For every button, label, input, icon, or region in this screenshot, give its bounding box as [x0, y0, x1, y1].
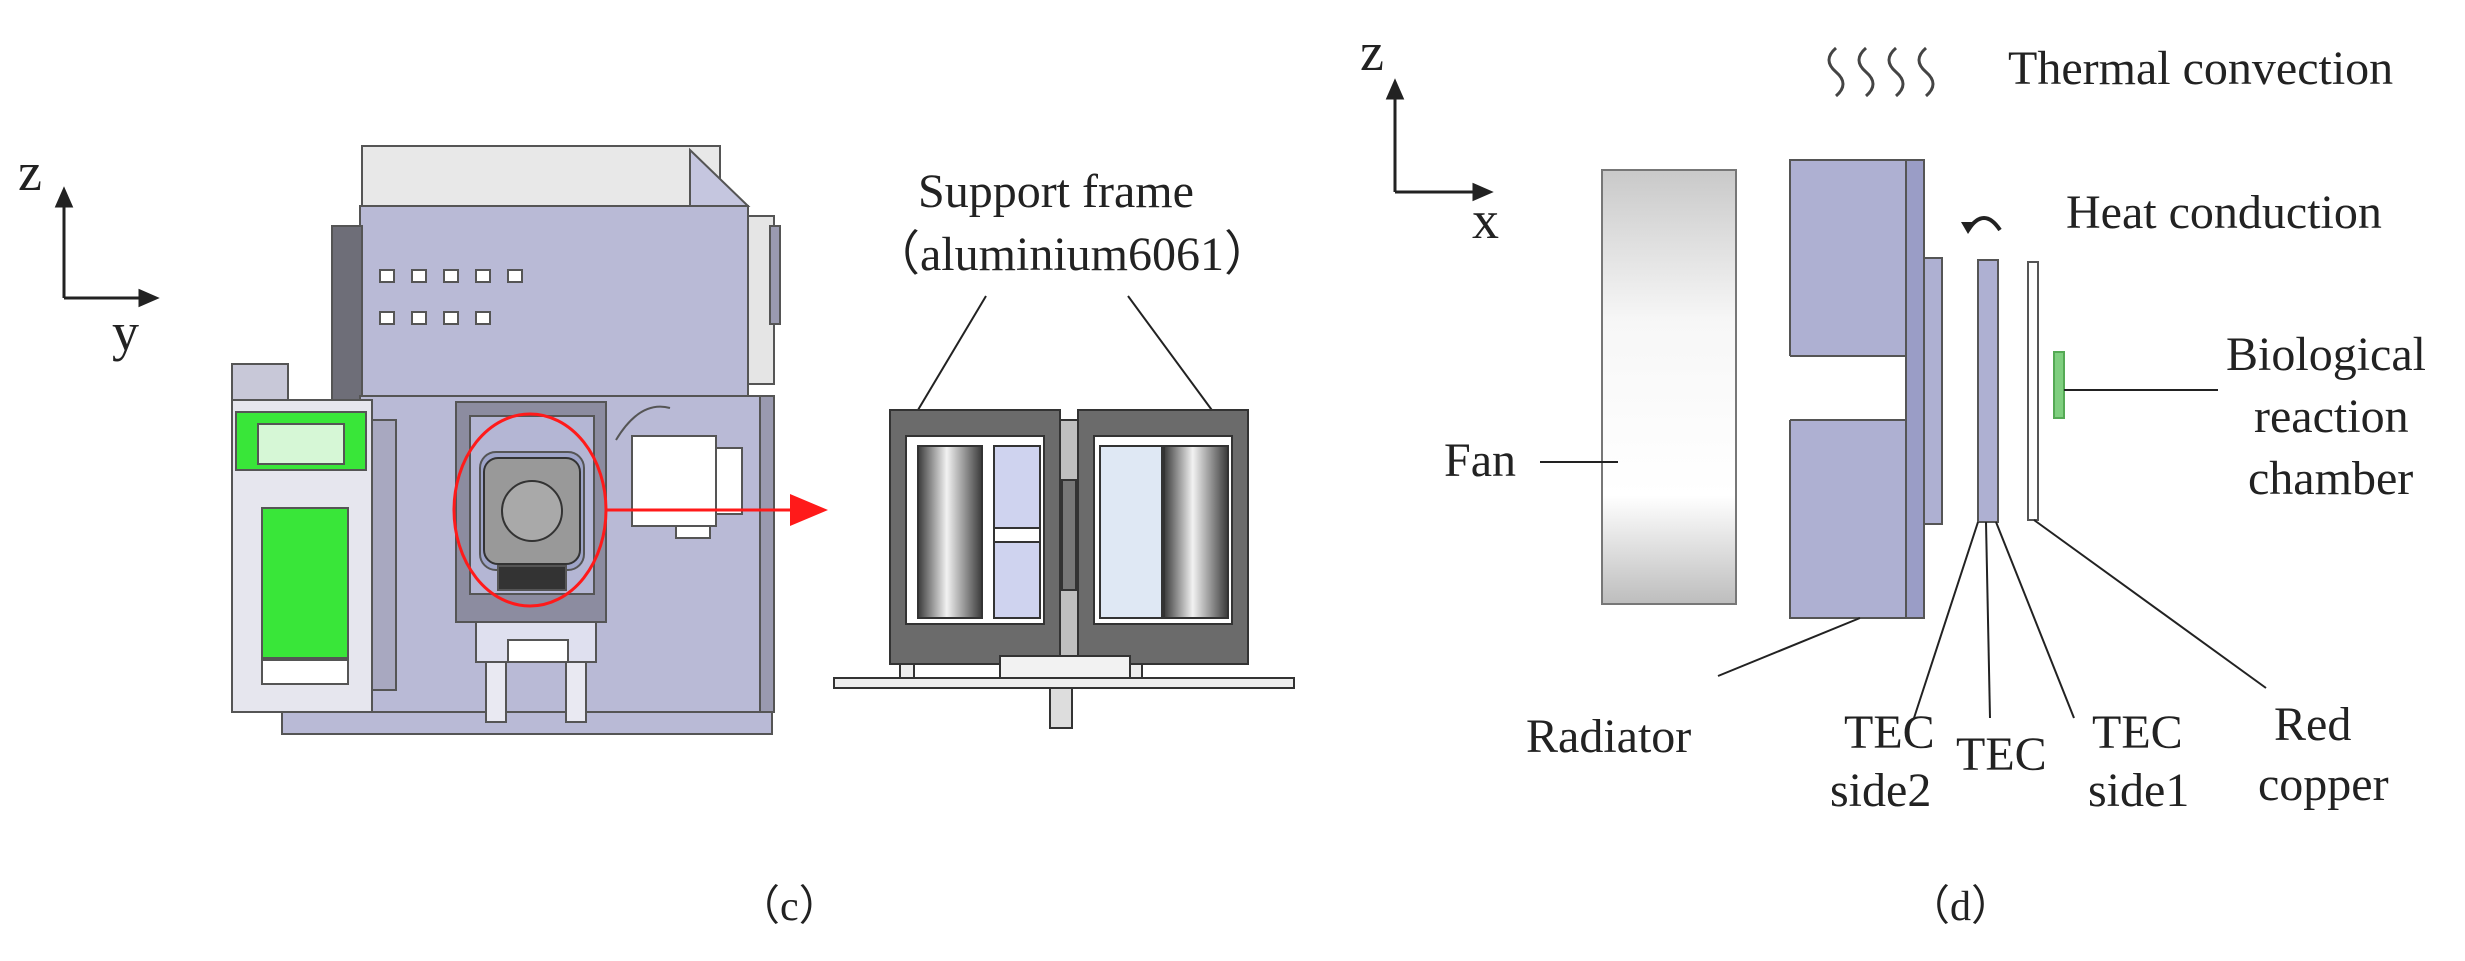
- cylinder-right: [1163, 445, 1229, 619]
- chamber-label-line3: chamber: [2248, 452, 2413, 505]
- leader-line-left: [911, 295, 987, 421]
- radiator-label: Radiator: [1526, 710, 1691, 763]
- top-cover: [361, 145, 721, 209]
- callout-arrowhead: [790, 494, 828, 526]
- conduction-icon: [1961, 216, 2002, 234]
- radiator: [1788, 159, 1925, 619]
- caption-c: （c）: [738, 884, 841, 930]
- axis-label-x: x: [1472, 190, 1499, 250]
- green-cartridge: [261, 507, 349, 659]
- upper-housing: [359, 205, 749, 397]
- tec-label: TEC: [1956, 728, 2047, 781]
- fan-label: Fan: [1444, 434, 1516, 487]
- panel-d: z x Thermal convection Heat conduction F…: [1360, 22, 2426, 930]
- axis-label-z: z: [18, 142, 42, 202]
- chamber-label-line2: reaction: [2254, 390, 2409, 443]
- support-frame-material: （aluminium6061）: [872, 228, 1272, 281]
- tec-side1-label-line1: TEC: [2092, 706, 2183, 759]
- tec-side1-label-line2: side1: [2088, 764, 2189, 817]
- tec-side2-plate: [1923, 257, 1943, 525]
- axis-label-z: z: [1360, 22, 1384, 82]
- legend-heat-conduction: Heat conduction: [2066, 186, 2382, 239]
- axis-label-y: y: [112, 302, 139, 362]
- tec-side2-label-line2: side2: [1830, 764, 1931, 817]
- support-frame-label: Support frame: [918, 165, 1194, 218]
- fan: [1601, 169, 1737, 605]
- tec-side1-leader: [1995, 521, 2075, 719]
- panel-c: z y: [18, 142, 1295, 930]
- side-module: [631, 435, 717, 527]
- cylinder-left: [917, 445, 983, 619]
- tec-element: [1977, 259, 1999, 523]
- tec-stack: [1099, 445, 1163, 619]
- chamber-label-line1: Biological: [2226, 328, 2426, 381]
- base-plate: [833, 677, 1295, 689]
- support-frame-section: [833, 409, 1295, 729]
- instrument-assembly: [231, 145, 781, 735]
- red-copper-plate: [2027, 261, 2039, 521]
- tec-side2-label-line1: TEC: [1844, 706, 1935, 759]
- legend-thermal-convection: Thermal convection: [2008, 42, 2393, 95]
- tec-leader: [1985, 521, 1991, 719]
- axes-zx: [1385, 78, 1494, 202]
- copper-label-line1: Red: [2274, 698, 2351, 751]
- convection-icon: [1827, 46, 1935, 98]
- vent-holes: [379, 269, 523, 325]
- reaction-chamber: [2053, 351, 2065, 419]
- copper-leader: [2033, 519, 2267, 689]
- tec-side2-leader: [1913, 521, 1979, 719]
- radiator-leader: [1717, 617, 1861, 677]
- caption-d: （d）: [1908, 884, 2013, 930]
- axes-zy: [54, 186, 160, 308]
- copper-label-line2: copper: [2258, 758, 2389, 811]
